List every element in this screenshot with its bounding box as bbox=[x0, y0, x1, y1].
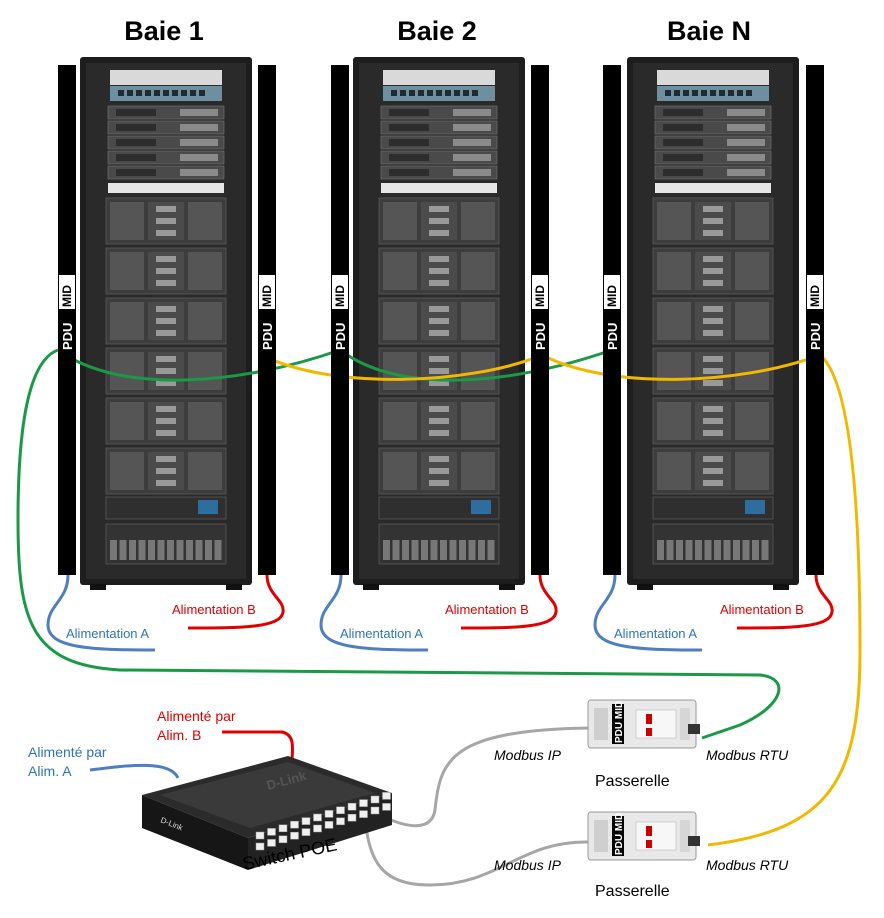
rack-2-feed-a-cable bbox=[319, 574, 429, 652]
racks-group bbox=[80, 57, 799, 590]
power-feed-cables bbox=[46, 574, 834, 652]
yellow-return-cable bbox=[707, 353, 862, 847]
switch-port bbox=[382, 792, 391, 800]
switch-power-b-cable bbox=[222, 730, 295, 763]
switch-port bbox=[278, 824, 288, 833]
switch-port bbox=[347, 802, 357, 811]
gateway-1: PDU MID bbox=[587, 699, 700, 749]
rack-1-feed-b-cable bbox=[187, 574, 285, 630]
switch-port bbox=[359, 799, 368, 807]
switch-port bbox=[324, 821, 334, 829]
gateway-1-label: Passerelle bbox=[595, 773, 670, 790]
rack-1-feed-a-label: Alimentation A bbox=[66, 626, 149, 641]
switch-port bbox=[347, 813, 357, 822]
green-chain-cable-1 bbox=[57, 348, 341, 382]
rack-1-feed-b-label: Alimentation B bbox=[172, 602, 256, 617]
green-return-cable bbox=[16, 348, 781, 740]
gateway-1-rtu-label: Modbus RTU bbox=[706, 747, 789, 763]
pdu-strip-3: PDU MID bbox=[331, 65, 349, 575]
pdu-label: PDU bbox=[333, 323, 348, 350]
switch-port bbox=[370, 795, 380, 804]
rack-1 bbox=[80, 57, 252, 590]
yellow-chain-cable-1 bbox=[261, 353, 543, 381]
switch-port bbox=[336, 817, 345, 826]
switch-power-b-label-line2: Alim. B bbox=[157, 727, 201, 743]
switch-port bbox=[301, 817, 311, 825]
green-chain-cable-2 bbox=[339, 348, 613, 382]
pdu-strip-1: PDU MID bbox=[58, 65, 76, 575]
pdu-strips-group: PDU MID PDU MID PDU MID PDU MID PDU MID PDU MID bbox=[58, 65, 824, 575]
pdu-strip-6: PDU MID bbox=[806, 65, 824, 575]
switch-port bbox=[301, 828, 311, 836]
switch-port bbox=[290, 820, 299, 829]
switch-port bbox=[382, 803, 391, 811]
gateway-2-label: Passerelle bbox=[595, 883, 670, 900]
pdu-mid-logo: MID bbox=[60, 285, 74, 307]
switch-port bbox=[255, 842, 265, 851]
rack-2-feed-b-cable bbox=[460, 574, 558, 630]
gateway-2-ip-label: Modbus IP bbox=[494, 857, 562, 873]
pdu-label: PDU bbox=[260, 323, 275, 350]
rack-n-feed-a-label: Alimentation A bbox=[614, 626, 697, 641]
daisy-chain-cables bbox=[16, 348, 862, 847]
gateway-2-rtu-label: Modbus RTU bbox=[706, 857, 789, 873]
switch-port bbox=[313, 813, 322, 822]
switch-port bbox=[290, 831, 299, 840]
switch-power-a-label-line1: Alimenté par bbox=[28, 744, 107, 760]
switch-power-a-cable bbox=[89, 763, 180, 779]
rack-2-feed-b-label: Alimentation B bbox=[445, 602, 529, 617]
switch-ports bbox=[255, 792, 391, 851]
switch-power-a-label-line2: Alim. A bbox=[28, 763, 72, 779]
switch-port bbox=[370, 806, 380, 815]
rack-3 bbox=[627, 57, 799, 590]
pdu-strip-2: PDU MID bbox=[258, 65, 276, 575]
pdu-mid-logo: MID bbox=[333, 285, 347, 307]
pdu-label: PDU bbox=[808, 323, 823, 350]
gateway-pdu-logo: PDU MID bbox=[614, 701, 625, 743]
pdu-mid-logo: MID bbox=[605, 285, 619, 307]
switch-port bbox=[336, 806, 345, 815]
pdu-mid-logo: MID bbox=[533, 285, 547, 307]
gateway-2: PDU MID bbox=[587, 811, 700, 861]
switch-power-b-label-line1: Alimenté par bbox=[157, 708, 236, 724]
rack-n-title: Baie N bbox=[667, 16, 751, 46]
pdu-mid-logo: MID bbox=[260, 285, 274, 307]
pdu-mid-logo: MID bbox=[808, 285, 822, 307]
rack-2-feed-a-label: Alimentation A bbox=[340, 626, 423, 641]
pdu-strip-4: PDU MID bbox=[531, 65, 549, 575]
ethernet-cable-gateway-1 bbox=[379, 726, 591, 828]
switch-port bbox=[324, 810, 334, 818]
switch-port bbox=[255, 831, 265, 840]
pdu-strip-5: PDU MID bbox=[603, 65, 621, 575]
yellow-chain-cable-2 bbox=[541, 353, 821, 381]
rack-n-feed-b-cable bbox=[736, 574, 834, 630]
switch-port bbox=[313, 824, 322, 833]
pdu-label: PDU bbox=[533, 323, 548, 350]
poe-switch: D-Link D-Link bbox=[142, 756, 392, 870]
gateway-1-ip-label: Modbus IP bbox=[494, 747, 562, 763]
switch-port bbox=[267, 828, 276, 836]
rack-2-title: Baie 2 bbox=[397, 16, 477, 46]
rack-n-feed-a-cable bbox=[593, 574, 703, 652]
rack-n-feed-b-label: Alimentation B bbox=[720, 602, 804, 617]
pdu-label: PDU bbox=[605, 323, 620, 350]
switch-port bbox=[359, 810, 368, 818]
rack-1-title: Baie 1 bbox=[124, 16, 204, 46]
switch-port bbox=[278, 835, 288, 844]
pdu-label: PDU bbox=[60, 323, 75, 350]
rack-2 bbox=[353, 57, 525, 590]
gateway-pdu-logo: PDU MID bbox=[614, 813, 625, 855]
ethernet-cable-gateway-2 bbox=[363, 819, 591, 887]
rack-1-feed-a-cable bbox=[46, 574, 156, 652]
switch-port bbox=[267, 839, 276, 847]
gateways-group: PDU MID PDU MID bbox=[587, 699, 700, 861]
